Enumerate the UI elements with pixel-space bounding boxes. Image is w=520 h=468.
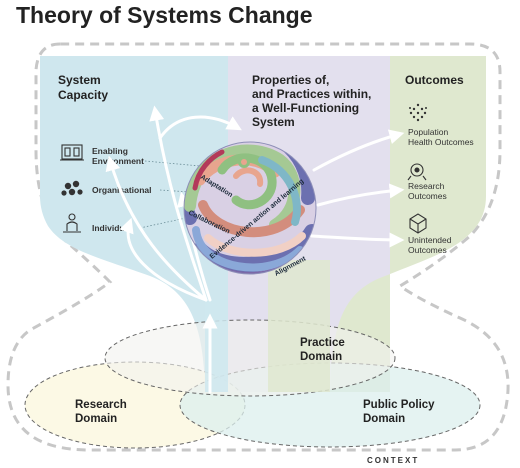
person-icon (63, 213, 81, 233)
population-health-label: Population Health Outcomes (408, 127, 474, 147)
properties-heading: Properties of, and Practices within, a W… (252, 73, 375, 129)
practice-domain-label: Practice Domain (300, 337, 348, 363)
public-policy-domain-label: Public Policy Domain (363, 399, 438, 425)
building-icon (60, 144, 84, 161)
system-capacity-panel (40, 56, 228, 392)
outcomes-stem-column (268, 260, 330, 392)
capacity-stem (205, 300, 228, 392)
enabling-connector (144, 160, 201, 167)
people-group-icon (61, 180, 83, 196)
population-icon (409, 103, 427, 122)
context-label: CONTEXT (367, 456, 419, 465)
individual-label: Individual (92, 223, 132, 233)
outcome-arrows (310, 129, 405, 248)
diagram-title: Theory of Systems Change (16, 2, 313, 28)
cube-icon (409, 213, 427, 234)
practice-domain-ellipse (104, 319, 396, 397)
outcomes-heading: Outcomes (405, 73, 464, 87)
system-capacity-heading: System Capacity (58, 73, 108, 102)
capacity-arrows (105, 105, 242, 394)
unintended-outcomes-label: Unintended Outcomes (408, 235, 454, 255)
research-domain-label: Research Domain (75, 399, 130, 425)
outcomes-panel (330, 56, 486, 392)
research-outcomes-label: Research Outcomes (408, 181, 447, 201)
research-icon (407, 163, 427, 181)
